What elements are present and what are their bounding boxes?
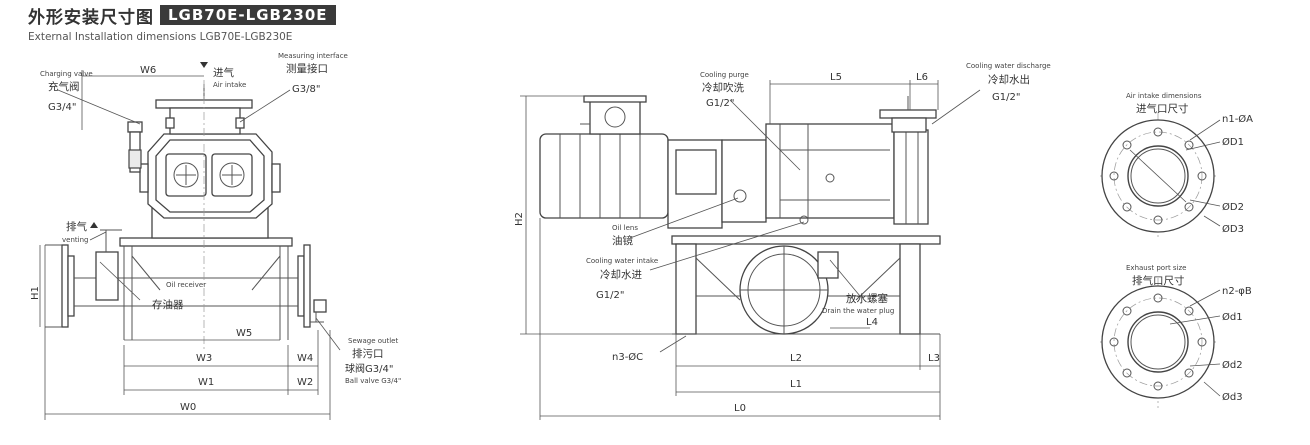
cooling-purge-cn: 冷却吹洗 (702, 81, 744, 94)
diagram-subtitle: External Installation dimensions LGB70E-… (28, 31, 293, 43)
dim-w4: W4 (297, 353, 313, 364)
cooling-purge-size: G1/2" (706, 98, 734, 109)
cooling-discharge-size: G1/2" (992, 92, 1020, 103)
measuring-interface-size: G3/8" (292, 84, 320, 95)
cooling-intake-cn: 冷却水进 (600, 268, 642, 281)
oil-receiver-en: Oil receiver (166, 281, 206, 289)
dim-h1: H1 (30, 286, 41, 300)
charging-valve-size: G3/4" (48, 102, 76, 113)
diagram-title: 外形安装尺寸图 LGB70E-LGB230E (28, 4, 336, 28)
exhaust-label-n2: n2-φB (1222, 286, 1252, 297)
oil-lens-en: Oil lens (612, 224, 638, 232)
dim-w0: W0 (180, 402, 196, 413)
dim-w2: W2 (297, 377, 313, 388)
charging-valve-en: Charging valve (40, 70, 93, 78)
dim-w5: W5 (236, 328, 252, 339)
cooling-purge-en: Cooling purge (700, 71, 749, 79)
intake-flange-view (1100, 112, 1221, 240)
dim-h2: H2 (514, 212, 525, 226)
intake-label-d1: ØD1 (1222, 136, 1244, 148)
cooling-discharge-en: Cooling water discharge (966, 62, 1051, 70)
mounting-holes: n3-ØC (612, 351, 643, 363)
dim-l1: L1 (790, 379, 802, 390)
dim-w3: W3 (196, 353, 212, 364)
sewage-outlet-cn: 排污口 (352, 347, 384, 360)
oil-receiver-cn: 存油器 (152, 298, 184, 311)
intake-dims-en: Air intake dimensions (1126, 92, 1202, 100)
venting-en: venting (62, 236, 88, 244)
oil-lens-cn: 油镜 (612, 234, 633, 247)
sewage-outlet-en: Sewage outlet (348, 337, 398, 345)
middle-side-view (520, 80, 981, 420)
dim-w1: W1 (198, 377, 214, 388)
intake-dims-cn: 进气口尺寸 (1136, 102, 1189, 115)
drain-plug-en: Drain the water plug (822, 307, 894, 315)
dim-l2: L2 (790, 353, 802, 364)
dim-l5: L5 (830, 72, 842, 83)
dim-l6: L6 (916, 72, 928, 83)
intake-label-d2: ØD2 (1222, 201, 1244, 213)
exhaust-label-d2: Ød2 (1222, 359, 1243, 371)
air-intake-en: Air intake (213, 81, 246, 89)
title-chinese: 外形安装尺寸图 (28, 7, 154, 28)
air-intake-cn: 进气 (213, 66, 234, 79)
charging-valve-cn: 充气阀 (48, 80, 80, 93)
ball-valve-en: Ball valve G3/4" (345, 377, 401, 385)
cooling-intake-size: G1/2" (596, 290, 624, 301)
intake-label-n1: n1-ØA (1222, 113, 1253, 125)
dim-l0: L0 (734, 403, 746, 414)
exhaust-size-cn: 排气口尺寸 (1132, 274, 1185, 287)
model-badge: LGB70E-LGB230E (160, 5, 336, 25)
dim-l4: L4 (866, 317, 878, 328)
intake-label-d3: ØD3 (1222, 223, 1244, 235)
measuring-interface-cn: 测量接口 (286, 62, 328, 75)
exhaust-flange-view (1100, 278, 1221, 408)
drain-plug-cn: 放水螺塞 (846, 292, 888, 305)
dim-w6: W6 (140, 65, 156, 76)
cooling-intake-en: Cooling water intake (586, 257, 658, 265)
dim-l3: L3 (928, 353, 940, 364)
left-end-view (39, 62, 341, 420)
cooling-discharge-cn: 冷却水出 (988, 73, 1030, 86)
venting-cn: 排气 (66, 220, 87, 233)
exhaust-label-d1: Ød1 (1222, 311, 1243, 323)
exhaust-label-d3: Ød3 (1222, 391, 1243, 403)
exhaust-size-en: Exhaust port size (1126, 264, 1187, 272)
ball-valve-cn: 球阀G3/4" (345, 362, 393, 375)
measuring-interface-en: Measuring interface (278, 52, 348, 60)
